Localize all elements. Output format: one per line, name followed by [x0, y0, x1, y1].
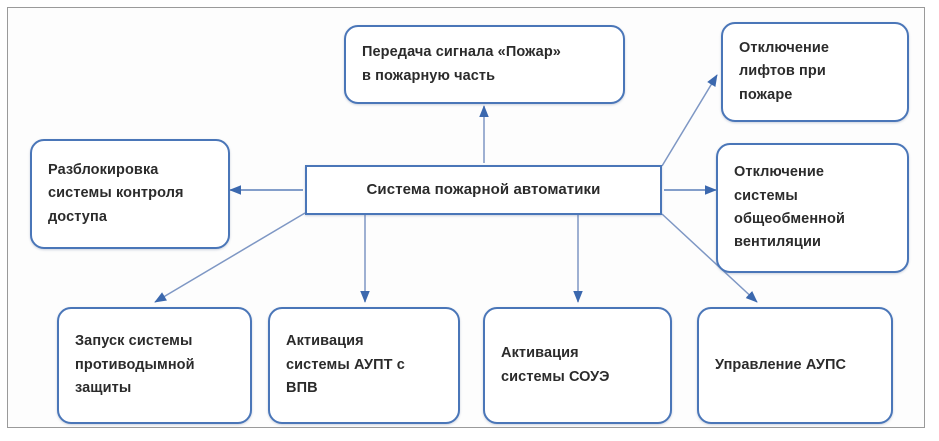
node-label: Передача сигнала «Пожар» в пожарную част…	[362, 44, 561, 84]
node-label: Активация системы СОУЭ	[501, 345, 610, 385]
node-aups-control[interactable]: Управление АУПС	[697, 307, 893, 424]
node-smoke-protection[interactable]: Запуск системы противодымной защиты	[57, 307, 252, 424]
node-fire-automation-system[interactable]: Система пожарной автоматики	[305, 165, 662, 215]
node-aupt-vpv-activation[interactable]: Активация системы АУПТ с ВПВ	[268, 307, 460, 424]
node-elevator-shutdown[interactable]: Отключение лифтов при пожаре	[721, 22, 909, 122]
node-label: Разблокировка системы контроля доступа	[48, 161, 184, 225]
node-ventilation-shutdown[interactable]: Отключение системы общеобменной вентиляц…	[716, 143, 909, 273]
node-label: Управление АУПС	[715, 356, 847, 373]
node-fire-signal-transfer[interactable]: Передача сигнала «Пожар» в пожарную част…	[344, 25, 625, 104]
node-label: Отключение лифтов при пожаре	[739, 39, 830, 103]
node-soue-activation[interactable]: Активация системы СОУЭ	[483, 307, 672, 424]
node-label: Система пожарной автоматики	[366, 180, 601, 198]
node-label: Отключение системы общеобменной вентиляц…	[734, 164, 846, 251]
node-access-control-unlock[interactable]: Разблокировка системы контроля доступа	[30, 139, 230, 249]
node-label: Запуск системы противодымной защиты	[75, 333, 195, 397]
node-label: Активация системы АУПТ с ВПВ	[286, 333, 405, 397]
